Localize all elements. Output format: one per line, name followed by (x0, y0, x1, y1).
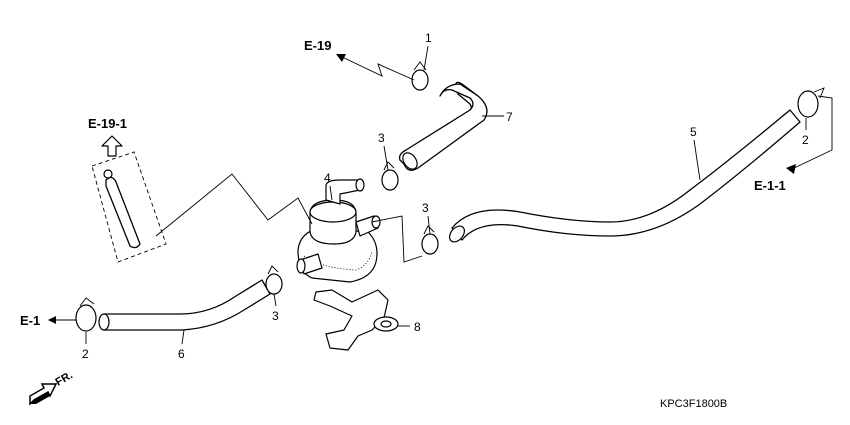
arrow-e19 (336, 54, 346, 62)
hose-7[interactable] (398, 81, 488, 171)
callout-3-low: 3 (272, 309, 279, 323)
callout-2-left: 2 (82, 347, 89, 361)
callout-3-top: 3 (378, 131, 385, 145)
arrow-e1-1 (786, 164, 796, 174)
callout-7: 7 (506, 110, 513, 124)
clip-1[interactable] (411, 61, 429, 91)
callout-8: 8 (414, 320, 421, 334)
valve-4[interactable] (296, 178, 381, 283)
ref-e1[interactable]: E-1 (20, 313, 40, 328)
front-arrow-icon (29, 383, 58, 406)
hose-5[interactable] (447, 109, 801, 245)
front-label: FR. (54, 369, 75, 388)
ref-e19[interactable]: E-19 (304, 38, 331, 53)
ref-e1-1[interactable]: E-1-1 (754, 178, 786, 193)
clip-2-left[interactable] (75, 297, 97, 332)
clip-3-low[interactable] (265, 265, 283, 295)
arrow-e1 (48, 316, 56, 324)
diagram-code: KPC3F1800B (660, 398, 727, 410)
hose-6[interactable] (98, 279, 271, 331)
clip-3-top[interactable] (381, 161, 399, 191)
callout-5: 5 (690, 125, 697, 139)
callout-4: 4 (324, 171, 331, 185)
up-arrow-icon (101, 135, 123, 157)
leader-lines (52, 45, 833, 345)
small-hose[interactable] (91, 151, 167, 263)
ref-e19-1[interactable]: E-19-1 (88, 116, 127, 131)
callout-2-right: 2 (802, 133, 809, 147)
bracket-8[interactable] (313, 289, 399, 351)
callout-6: 6 (178, 347, 185, 361)
callout-3-mid: 3 (422, 201, 429, 215)
callout-1: 1 (425, 31, 432, 45)
clip-2-right[interactable] (797, 87, 825, 118)
